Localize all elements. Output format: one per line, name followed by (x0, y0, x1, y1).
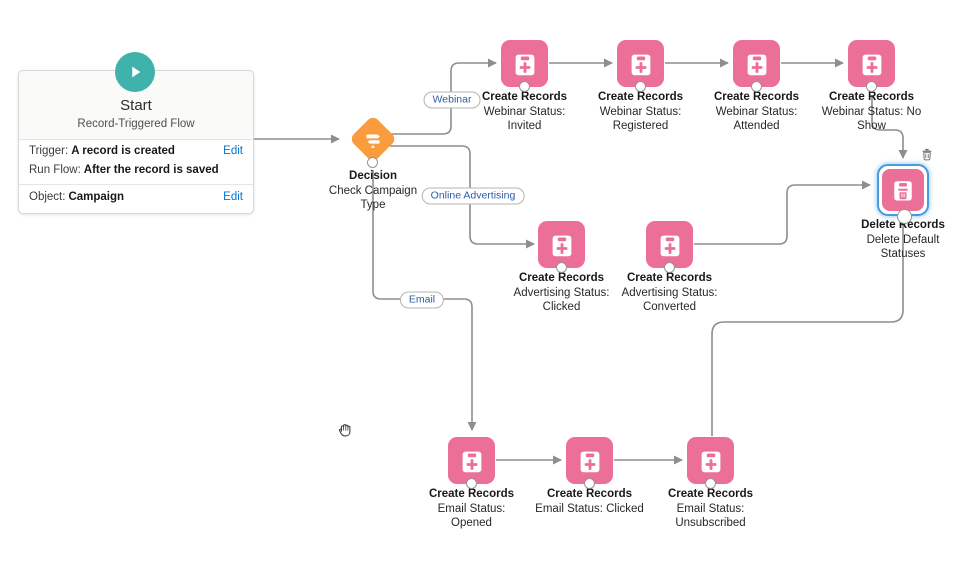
grab-hand-cursor (336, 421, 355, 445)
create-records-icon (448, 437, 495, 484)
node-line1: Email Status: (437, 502, 506, 515)
object-row: Object:Campaign Edit (29, 191, 243, 203)
create-records-icon (848, 40, 895, 87)
node-line2: Converted (642, 301, 697, 313)
create-records-icon (687, 437, 734, 484)
branch-label-webinar[interactable]: Webinar (423, 91, 481, 109)
trigger-label: Trigger: (29, 145, 69, 157)
connector-port[interactable] (664, 262, 675, 273)
node-title: Create Records (546, 488, 632, 500)
connector-noshow-to-delete[interactable] (871, 95, 908, 159)
create-records-icon (566, 437, 613, 484)
connector-port[interactable] (367, 157, 378, 168)
create-records-icon (538, 221, 585, 268)
connector-port[interactable] (584, 478, 595, 489)
node-title: Delete Records (861, 219, 945, 231)
decision-line2: Type (360, 199, 386, 211)
node-line1: Email Status: Clicked (535, 502, 644, 515)
connector-delete-to-unsubscribed[interactable] (711, 222, 904, 436)
node-line2: Show (857, 120, 886, 132)
play-icon (132, 66, 141, 78)
node-line2: Registered (612, 120, 669, 132)
delete-element-button[interactable] (920, 147, 934, 161)
start-play-icon[interactable] (115, 52, 155, 92)
edit-object-link[interactable]: Edit (223, 191, 243, 203)
create-records-icon (617, 40, 664, 87)
run-flow-row: Run Flow:After the record is saved (29, 164, 243, 176)
node-line1: Delete Default (866, 233, 940, 246)
decision-node[interactable]: Decision Check Campaign Type (329, 114, 417, 211)
delete-records-icon (882, 169, 924, 211)
node-title: Create Records (713, 91, 799, 103)
node-line1: Webinar Status: (483, 105, 566, 118)
node-line1: Webinar Status: (715, 105, 798, 118)
node-line1: Advertising Status: (513, 286, 610, 299)
run-flow-value: After the record is saved (83, 164, 219, 176)
connector-port[interactable] (705, 478, 716, 489)
start-title: Start (120, 97, 152, 114)
connector-port[interactable] (751, 81, 762, 92)
node-line2: Invited (507, 120, 542, 132)
connector-converted-to-delete[interactable] (694, 180, 871, 245)
run-flow-label: Run Flow: (29, 164, 81, 176)
branch-label-email[interactable]: Email (399, 291, 445, 309)
node-title: Create Records (626, 272, 712, 284)
connector-port[interactable] (897, 209, 912, 224)
node-line2: Statuses (880, 248, 926, 260)
node-title: Create Records (828, 91, 914, 103)
node-line2: Clicked (542, 301, 581, 313)
connector-port[interactable] (635, 81, 646, 92)
node-title: Create Records (667, 488, 753, 500)
connector-port[interactable] (466, 478, 477, 489)
node-line1: Advertising Status: (621, 286, 718, 299)
connector-port[interactable] (519, 81, 530, 92)
signpost-icon (366, 134, 380, 148)
start-node[interactable]: Start Record-Triggered Flow Trigger:A re… (18, 52, 254, 214)
node-title: Create Records (597, 91, 683, 103)
decision-line1: Check Campaign (328, 184, 418, 197)
decision-title: Decision (349, 170, 397, 182)
node-line2: Opened (451, 517, 492, 529)
node-line1: Webinar Status: (599, 105, 682, 118)
create-records-icon (501, 40, 548, 87)
node-line1: Webinar Status: No (821, 105, 922, 118)
card-divider (19, 184, 253, 185)
trash-icon (922, 148, 932, 161)
start-subtitle: Record-Triggered Flow (77, 118, 195, 130)
create-records-icon (646, 221, 693, 268)
trigger-value: A record is created (71, 145, 175, 157)
trigger-row: Trigger:A record is created Edit (29, 145, 243, 157)
connector-port[interactable] (866, 81, 877, 92)
branch-label-online-advertising[interactable]: Online Advertising (421, 187, 525, 205)
object-label: Object: (29, 191, 66, 203)
node-title: Create Records (428, 488, 514, 500)
create-records-icon (733, 40, 780, 87)
object-value: Campaign (68, 191, 125, 203)
node-title: Create Records (518, 272, 604, 284)
node-line2: Attended (733, 120, 780, 132)
connector-port[interactable] (556, 262, 567, 273)
node-line2: Unsubscribed (675, 517, 746, 529)
node-line1: Email Status: (676, 502, 745, 515)
edit-trigger-link[interactable]: Edit (223, 145, 243, 157)
node-title: Create Records (481, 91, 567, 103)
